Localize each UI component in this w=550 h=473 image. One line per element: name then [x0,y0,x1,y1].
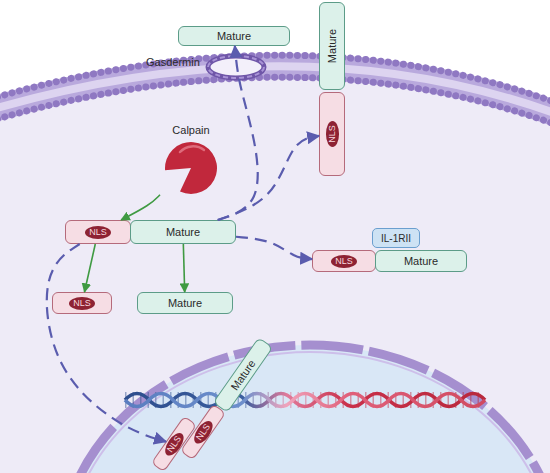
dna-base-pairs [125,392,485,408]
mature-domain-label: Mature [228,358,257,393]
calpain-highlight [180,146,204,152]
precursor-nls-domain: NLS [65,220,131,244]
receptor-label: IL-1RII [381,233,411,244]
precursor-mature-domain: Mature [130,220,236,244]
membrane-nls-domain: NLS [319,92,345,176]
gasdermin-pore [208,56,264,78]
mature-domain-label: Mature [404,255,438,267]
nls-label: NLS [326,121,339,147]
trafficking-arrow [236,237,312,259]
membrane-mature-domain: Mature [319,2,345,90]
cleavage-arrow [121,195,160,220]
calpain-shape [160,138,222,196]
nuclear-mature-domain: Mature [213,337,274,413]
mature-domain-label: Mature [217,30,251,42]
membrane-heads-inner [0,77,550,126]
nuclear-envelope-inner [67,352,550,473]
complex-nls-domain: NLS [312,250,376,272]
membrane-bilayer [0,66,550,115]
cleaved-mature-domain: Mature [137,292,233,314]
released-mature-domain: Mature [178,26,290,46]
mature-domain-label: Mature [166,226,200,238]
complex-mature-domain: Mature [375,250,467,272]
mature-domain-label: Mature [326,29,338,63]
membrane-core [0,66,550,115]
decoy-receptor: IL-1RII [372,228,420,248]
nls-label: NLS [85,226,111,239]
trafficking-arrow [218,46,258,220]
mature-domain-label: Mature [168,297,202,309]
nls-label: NLS [190,418,215,446]
cleaved-nls-domain: NLS [52,292,112,314]
dna-strand [125,394,485,407]
enzyme-label: Calpain [172,124,209,136]
trafficking-arrow [218,136,320,220]
trafficking-arrow [47,244,166,442]
cleavage-arrow [183,244,184,292]
nuclear-envelope [60,345,550,473]
nucleus [60,345,550,473]
calpain-body [165,142,217,194]
nls-label: NLS [331,255,357,268]
dna-strand [125,394,485,407]
cleavage-arrow [84,244,95,292]
calpain-enzyme: Calpain [160,124,222,202]
gasdermin-subunits [208,56,264,78]
protein-label: Gasdermin [146,56,200,68]
nls-label: NLS [69,297,95,310]
